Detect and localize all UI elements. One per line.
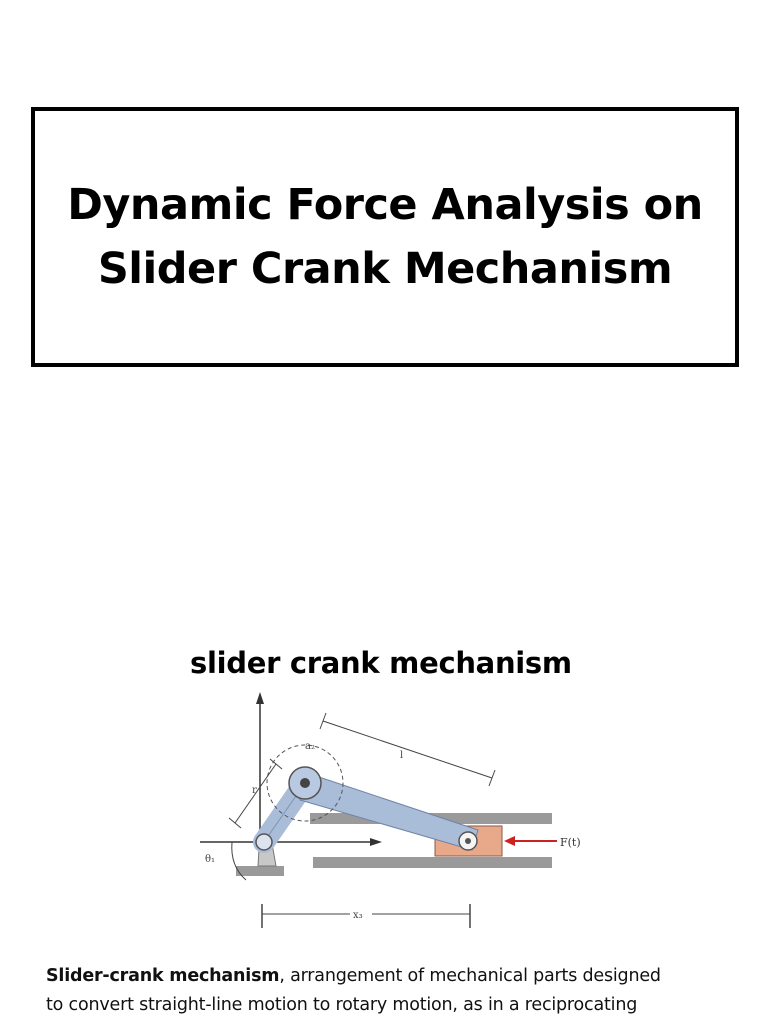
angle-a2-label: a₂ xyxy=(305,741,315,752)
figure-title: slider crank mechanism xyxy=(190,646,572,680)
caption: Slider-crank mechanism, arrangement of m… xyxy=(46,962,746,1020)
rod-length-label: l xyxy=(400,750,403,761)
slider-joint-pin xyxy=(465,838,471,844)
slide-title-line-2: Slider Crank Mechanism xyxy=(97,244,673,294)
caption-line-1: Slider-crank mechanism, arrangement of m… xyxy=(46,962,746,991)
crank-dimension xyxy=(234,763,277,824)
crank-length-label: r xyxy=(252,785,257,796)
base-ground xyxy=(236,866,284,876)
rod-dimension xyxy=(322,720,493,779)
slide-title-line-1: Dynamic Force Analysis on xyxy=(67,180,703,230)
rod-dimension-tick-a xyxy=(319,712,327,730)
slider-crank-diagram: F(t) l r a₂ θ₁ x₃ xyxy=(200,692,581,928)
caption-line-1-rest: , arrangement of mechanical parts design… xyxy=(279,966,661,986)
caption-term: Slider-crank mechanism xyxy=(46,966,280,986)
x-axis-arrowhead xyxy=(370,838,382,846)
x3-label-bg xyxy=(350,906,372,920)
connecting-rod xyxy=(297,769,479,851)
force-arrowhead xyxy=(504,836,515,846)
theta-label: θ₁ xyxy=(205,854,215,865)
rod-dimension-tick-b xyxy=(488,769,496,787)
x3-label: x₃ xyxy=(353,910,363,921)
force-label: F(t) xyxy=(560,836,581,849)
crank-path-circle xyxy=(266,744,344,822)
slide-title-box: Dynamic Force Analysis on Slider Crank M… xyxy=(31,107,739,367)
base-joint xyxy=(255,833,273,851)
crank-dimension-tick-b xyxy=(269,758,283,770)
theta-arc xyxy=(231,841,247,881)
lower-rail xyxy=(313,857,552,868)
y-axis-arrowhead xyxy=(256,692,264,704)
caption-line-2: to convert straight-line motion to rotar… xyxy=(46,995,638,1015)
crank-dimension-tick-a xyxy=(228,817,242,829)
crank-joint-pin xyxy=(300,778,310,788)
